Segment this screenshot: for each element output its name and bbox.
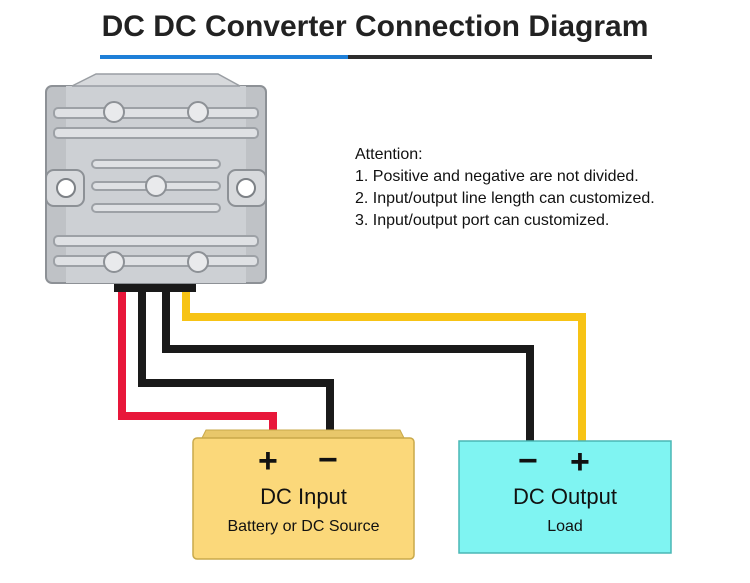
attention-note-2: 2. Input/output line length can customiz…: [355, 190, 655, 207]
output-box-subtitle: Load: [547, 518, 583, 535]
dc-output-box: [458, 440, 672, 554]
dc-dc-converter-module: [45, 73, 267, 292]
output-negative-sign: −: [518, 442, 538, 480]
input-box-title: DC Input: [260, 484, 347, 509]
wire-red-input-positive: [118, 290, 277, 438]
wire-black-input-negative: [138, 290, 334, 438]
dc-input-box: [192, 429, 415, 560]
output-positive-sign: +: [570, 443, 590, 481]
attention-heading: Attention:: [355, 146, 423, 163]
wire-yellow-output-positive: [182, 290, 586, 441]
attention-note-1: 1. Positive and negative are not divided…: [355, 168, 639, 185]
attention-notes: Attention: 1. Positive and negative are …: [355, 144, 655, 232]
title-underline-accent: [100, 55, 348, 59]
attention-note-3: 3. Input/output port can customized.: [355, 212, 610, 229]
input-negative-sign: −: [318, 441, 338, 479]
input-box-subtitle: Battery or DC Source: [227, 518, 380, 535]
page-title: DC DC Converter Connection Diagram: [101, 10, 649, 43]
wires: [118, 290, 586, 441]
wire-black-output-negative: [162, 290, 534, 441]
title-underline: [100, 55, 652, 59]
input-positive-sign: +: [258, 442, 278, 480]
output-box-title: DC Output: [513, 484, 617, 509]
